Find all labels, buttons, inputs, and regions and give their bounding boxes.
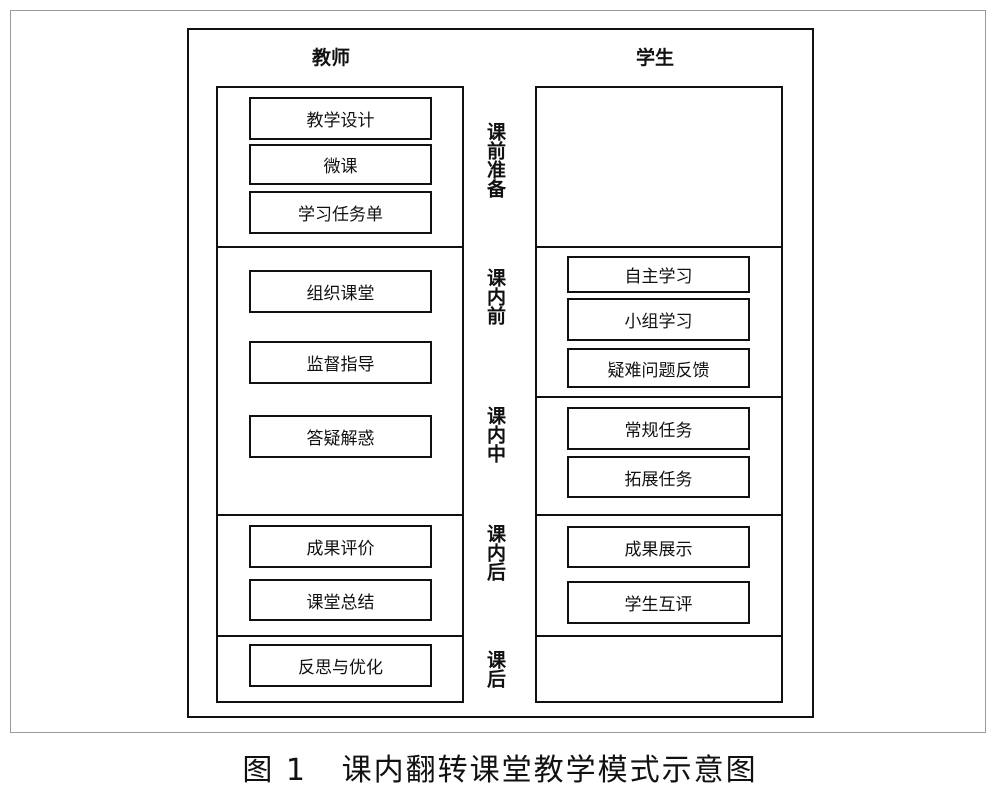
student-box-group-study: 小组学习 <box>567 298 750 341</box>
phase-label-post-class: 课后 <box>484 650 506 688</box>
teacher-column <box>216 86 464 703</box>
student-divider-4 <box>535 635 783 637</box>
student-box-peer-evaluation: 学生互评 <box>567 581 750 624</box>
teacher-box-reflection: 反思与优化 <box>249 644 432 687</box>
teacher-divider-1 <box>216 246 464 248</box>
student-column <box>535 86 783 703</box>
teacher-box-organize-class: 组织课堂 <box>249 270 432 313</box>
figure-frame <box>10 10 986 733</box>
teacher-box-result-evaluation: 成果评价 <box>249 525 432 568</box>
teacher-box-supervise-guide: 监督指导 <box>249 341 432 384</box>
student-box-result-display: 成果展示 <box>567 526 750 568</box>
teacher-box-micro-lesson: 微课 <box>249 144 432 185</box>
phase-label-in-class-early: 课内前 <box>484 268 506 325</box>
student-box-self-study: 自主学习 <box>567 256 750 293</box>
teacher-header: 教师 <box>311 47 350 69</box>
student-header: 学生 <box>635 47 674 69</box>
student-divider-1 <box>535 246 783 248</box>
teacher-box-teaching-design: 教学设计 <box>249 97 432 140</box>
student-divider-3 <box>535 514 783 516</box>
student-divider-2 <box>535 396 783 398</box>
figure-caption: 图 1 课内翻转课堂教学模式示意图 <box>242 753 758 788</box>
phase-label-in-class-late: 课内后 <box>484 524 506 581</box>
diagram-border <box>187 28 814 718</box>
teacher-divider-3 <box>216 635 464 637</box>
teacher-box-answer-questions: 答疑解惑 <box>249 415 432 458</box>
teacher-box-class-summary: 课堂总结 <box>249 579 432 621</box>
student-box-extended-task: 拓展任务 <box>567 456 750 498</box>
phase-label-in-class-middle: 课内中 <box>484 406 506 463</box>
teacher-box-task-sheet: 学习任务单 <box>249 191 432 234</box>
teacher-divider-2 <box>216 514 464 516</box>
student-box-regular-task: 常规任务 <box>567 407 750 450</box>
phase-label-pre-class: 课前准备 <box>484 122 506 198</box>
student-box-feedback: 疑难问题反馈 <box>567 348 750 388</box>
